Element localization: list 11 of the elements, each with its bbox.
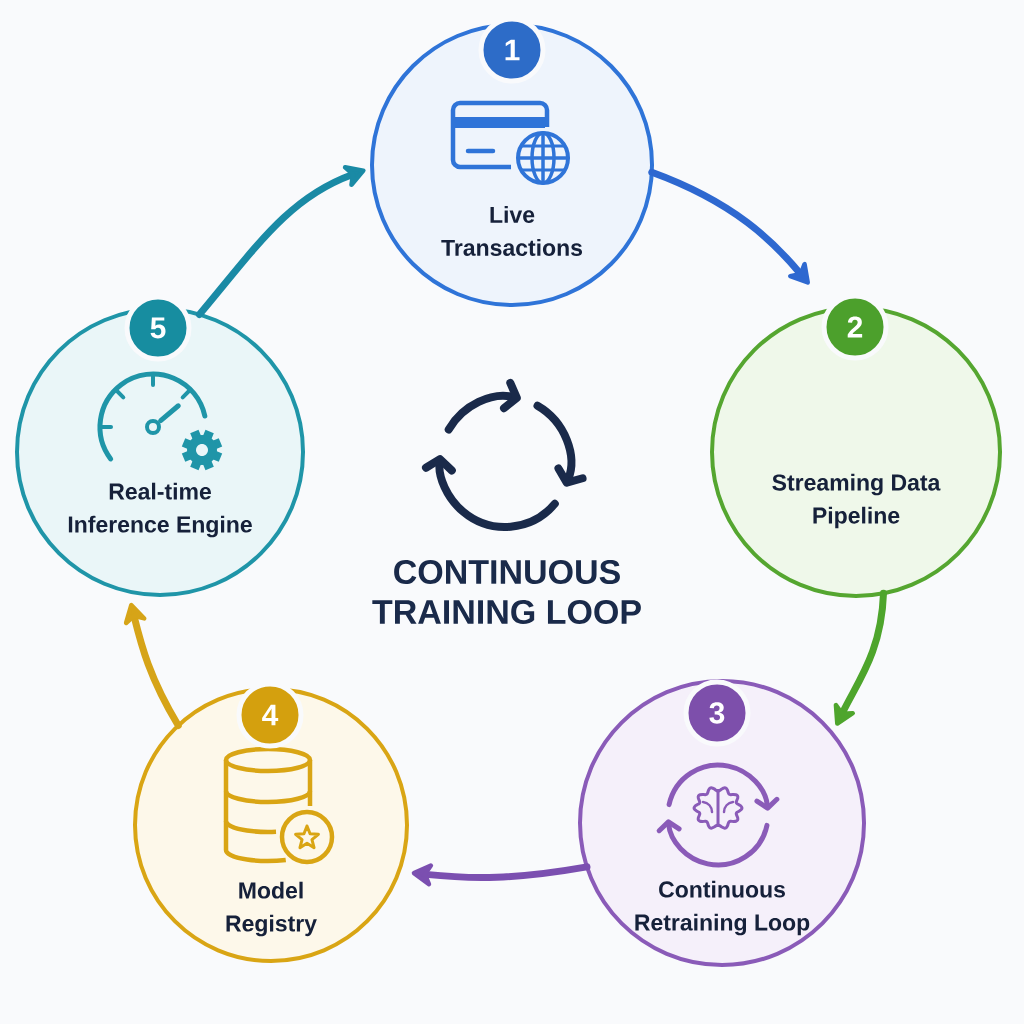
step-label: Streaming Data Pipeline [772,473,941,529]
step-label: Model Registry [226,881,317,937]
arrow [833,589,887,726]
step-label: Real-time Inference Engine [68,482,252,538]
step-label: Live Transactions [441,206,582,256]
title: CONTINUOUS TRAINING LOOP [372,559,641,625]
arrow [123,602,182,730]
step-label: Continuous Retraining Loop [635,880,810,936]
arrow [411,863,591,887]
arrow [648,168,810,285]
arrow [195,165,366,319]
